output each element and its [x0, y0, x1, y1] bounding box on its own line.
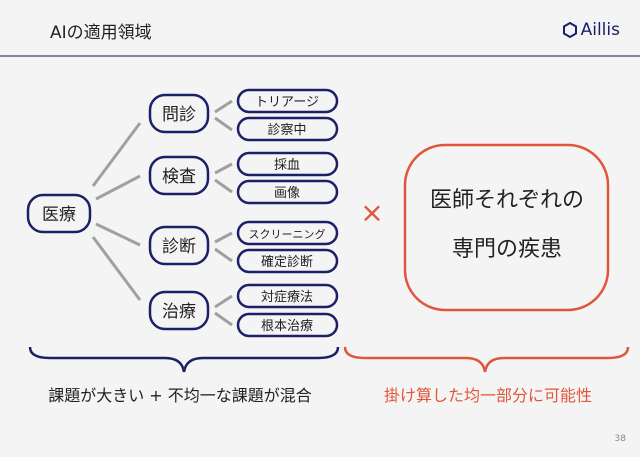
branch-node [148, 290, 210, 331]
left-caption: 課題が大きい + 不均一な課題が混合 [48, 386, 312, 405]
leaf-node [236, 283, 339, 309]
leaf-label: 根本治療 [261, 319, 313, 334]
leaf-label: 採血 [274, 158, 300, 173]
branch-node [148, 225, 210, 266]
connector-lines [91, 99, 233, 327]
root-node [26, 193, 92, 234]
hexagon-icon [562, 22, 577, 38]
target-line-1: 医師それぞれの [430, 188, 584, 213]
multiply-sign: × [360, 196, 383, 229]
leaf-node [236, 248, 339, 274]
branch-node [148, 93, 210, 134]
branch-label: 治療 [162, 302, 196, 322]
leaf-label: 診察中 [267, 122, 306, 138]
leaf-node [236, 151, 339, 177]
left-brace [28, 346, 340, 373]
branch-label: 問診 [162, 105, 196, 125]
leaf-node [236, 179, 339, 205]
leaf-node [236, 116, 339, 142]
logo-text: Aillis [580, 20, 620, 40]
leaf-label: スクリーニング [249, 227, 326, 241]
branch-label: 検査 [162, 167, 196, 187]
right-caption: 掛け算した均一部分に可能性 [384, 386, 592, 405]
leaf-label: 確定診断 [261, 254, 313, 270]
slide-title: AIの適用領域 [50, 23, 152, 43]
root-label: 医療 [42, 205, 76, 225]
leaf-node [236, 88, 339, 114]
page-number: 38 [614, 434, 626, 444]
leaf-label: トリアージ [255, 95, 319, 110]
branch-label: 診断 [162, 237, 196, 257]
branch-node [148, 155, 210, 196]
leaf-label: 対症療法 [261, 290, 313, 305]
header-divider [0, 55, 640, 57]
right-brace [343, 346, 630, 373]
company-logo: Aillis [562, 20, 620, 40]
leaf-label: 画像 [274, 186, 300, 201]
target-box [403, 143, 610, 312]
target-line-2: 専門の疾患 [452, 237, 562, 262]
leaf-node [236, 312, 339, 338]
leaf-node [236, 220, 339, 246]
